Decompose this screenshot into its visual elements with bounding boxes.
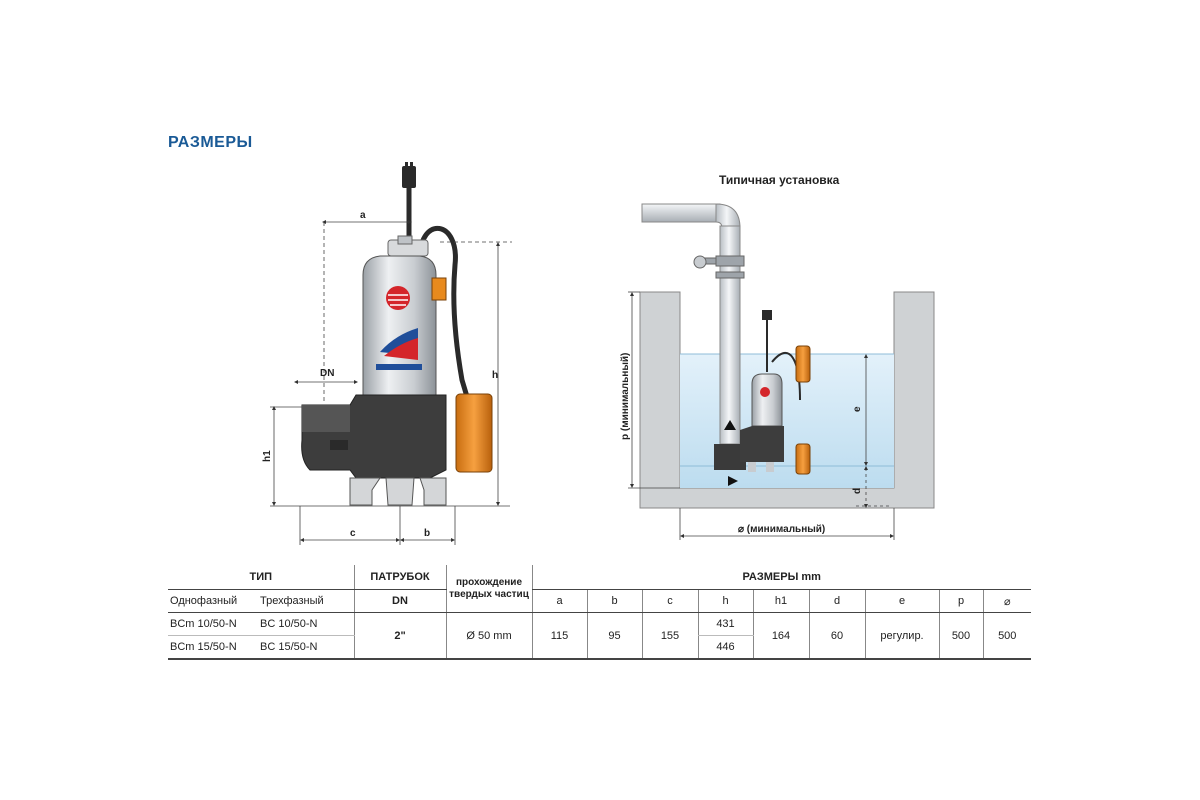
header-sizes: РАЗМЕРЫ mm — [531, 565, 1031, 590]
table-row: BCm 10/50-N BC 10/50-N 2" Ø 50 mm 115 95… — [168, 612, 1031, 660]
model-single: BCm 10/50-N — [168, 612, 258, 636]
header-single-phase: Однофазный — [168, 589, 258, 613]
col-header-h: h — [697, 589, 753, 613]
value-e: регулир. — [864, 612, 939, 660]
pump-dimension-lines — [270, 220, 512, 545]
model-three: BC 10/50-N — [258, 612, 354, 636]
specs-table: ТИП ПАТРУБОК прохождение твердых частиц … — [168, 565, 1031, 660]
value-b: 95 — [586, 612, 642, 660]
model-three: BC 15/50-N — [258, 635, 354, 660]
pump-dimensions-diagram: a h h1 DN c b Типичная установка — [262, 162, 935, 545]
section-title: РАЗМЕРЫ — [168, 134, 253, 151]
install-title: Типичная установка — [719, 173, 840, 187]
value-c: 155 — [641, 612, 698, 660]
dim-label-h: h — [492, 370, 498, 381]
value-a: 115 — [531, 612, 587, 660]
header-three-phase: Трехфазный — [258, 589, 354, 613]
value-h: 446 — [697, 635, 753, 660]
dim-label-p: p (минимальный) — [620, 353, 631, 440]
dim-label-b: b — [424, 528, 430, 539]
dim-label-a: a — [360, 210, 366, 221]
col-header-c: c — [641, 589, 698, 613]
value-h1: 164 — [752, 612, 809, 660]
col-header-width: ⌀ — [982, 589, 1031, 613]
model-single: BCm 15/50-N — [168, 635, 258, 660]
value-h: 431 — [697, 612, 753, 636]
col-header-e: e — [864, 589, 939, 613]
col-header-b: b — [586, 589, 642, 613]
header-nozzle: ПАТРУБОК — [353, 565, 446, 590]
value-p: 500 — [938, 612, 983, 660]
installation-drawing — [639, 203, 935, 509]
dim-label-c: c — [350, 528, 356, 539]
value-passage: Ø 50 mm — [445, 612, 532, 660]
dim-label-width: ⌀ (минимальный) — [738, 524, 825, 535]
dim-label-dn: DN — [320, 368, 334, 379]
dim-label-e: e — [852, 406, 863, 412]
install-dimension-lines — [628, 291, 895, 540]
header-type: ТИП — [168, 565, 354, 590]
value-width: 500 — [982, 612, 1031, 660]
dim-label-h1: h1 — [262, 450, 273, 462]
dim-label-d: d — [852, 488, 863, 494]
col-header-d: d — [808, 589, 865, 613]
col-header-p: p — [938, 589, 983, 613]
value-dn: 2" — [353, 612, 446, 660]
pump-drawing — [301, 162, 493, 506]
col-header-h1: h1 — [752, 589, 809, 613]
header-passage: прохождение твердых частиц — [445, 565, 532, 613]
header-dn: DN — [353, 589, 446, 613]
value-d: 60 — [808, 612, 865, 660]
col-header-a: a — [531, 589, 587, 613]
table-row: BCm 15/50-N BC 15/50-N 446 — [168, 635, 1031, 660]
